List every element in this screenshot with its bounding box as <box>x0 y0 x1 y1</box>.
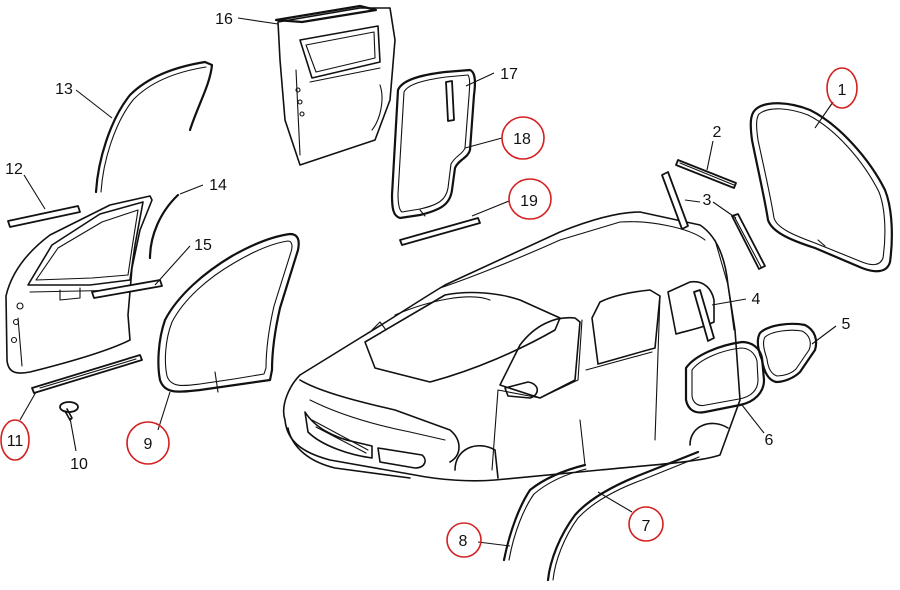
highlight-circles <box>0 67 858 558</box>
callout-label-14: 14 <box>209 177 227 194</box>
callout-label-19: 19 <box>520 193 538 210</box>
callout-label-7: 7 <box>642 518 651 535</box>
callout-label-9: 9 <box>144 436 153 453</box>
callout-label-16: 16 <box>215 11 233 28</box>
front-door <box>5 195 153 374</box>
callout-label-5: 5 <box>842 316 851 333</box>
callout-label-12: 12 <box>5 161 23 178</box>
callout-label-1: 1 <box>838 82 847 99</box>
part-10-push-pin <box>59 401 79 421</box>
part-16-sliding-door <box>274 4 396 166</box>
part-6-window-seal <box>684 340 766 414</box>
callout-label-2: 2 <box>713 124 722 141</box>
highlight-circle-8 <box>446 522 482 558</box>
part-2-strip <box>675 159 737 189</box>
part-7-rocker-seal <box>546 450 700 582</box>
part-19-strip <box>399 217 481 246</box>
callout-label-13: 13 <box>55 81 73 98</box>
highlight-circle-18 <box>501 116 545 160</box>
callout-label-4: 4 <box>752 291 761 308</box>
callout-label-11: 11 <box>7 433 24 450</box>
callout-label-10: 10 <box>70 456 88 473</box>
part-18-sliding-door-seal <box>390 68 477 220</box>
callout-label-8: 8 <box>459 533 468 550</box>
part-12-belt-strip <box>7 205 81 228</box>
callout-label-6: 6 <box>765 432 774 449</box>
part-9-door-weatherstrip <box>157 232 300 393</box>
part-15-belt-strip <box>91 279 163 299</box>
callout-labels: 1 2 3 4 5 6 7 8 9 10 11 12 13 14 15 16 1… <box>5 11 850 550</box>
part-14-strip <box>148 193 180 260</box>
part-17-strip <box>445 80 455 122</box>
part-5-window-seal <box>756 322 818 384</box>
highlight-circle-7 <box>628 506 664 542</box>
part-4-strip <box>693 289 715 342</box>
leader-lines <box>19 17 837 547</box>
part-1-liftgate-weatherstrip <box>749 102 893 273</box>
part-11-sill-plate <box>31 354 143 394</box>
highlight-circle-19 <box>508 178 552 220</box>
van-body <box>282 211 741 482</box>
callout-label-18: 18 <box>513 131 531 148</box>
callout-label-17: 17 <box>500 66 518 83</box>
callout-label-3: 3 <box>703 192 712 209</box>
callout-label-15: 15 <box>194 237 212 254</box>
part-3-strips <box>661 171 766 270</box>
highlight-circle-9 <box>126 421 170 465</box>
part-8-rocker-seal <box>502 463 587 562</box>
highlight-circle-1 <box>826 67 858 109</box>
highlight-circle-11 <box>0 419 30 461</box>
part-13-glass-run <box>94 60 214 194</box>
